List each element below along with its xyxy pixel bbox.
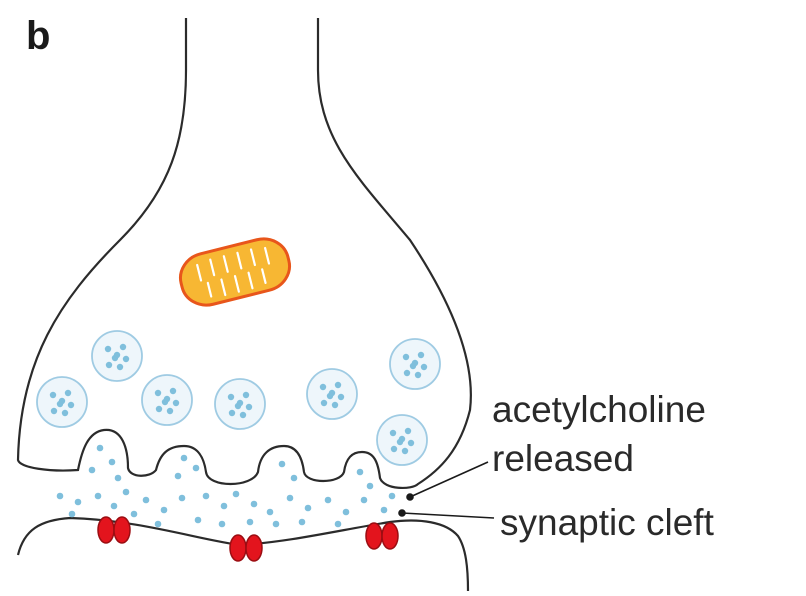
acetylcholine-molecules	[57, 445, 396, 528]
acetylcholine-molecule	[95, 493, 102, 500]
acetylcholine-leader-dot	[407, 494, 413, 500]
acetylcholine-molecule	[131, 511, 138, 518]
acetylcholine-molecule	[233, 491, 240, 498]
synaptic-vesicle	[37, 377, 87, 427]
acetylcholine-molecule	[115, 475, 122, 482]
acetylcholine-molecule	[89, 467, 96, 474]
synaptic-vesicle	[390, 339, 440, 389]
acetylcholine-molecule	[69, 511, 76, 518]
acetylcholine-molecule	[123, 489, 130, 496]
acetylcholine-label-line1: acetylcholine	[492, 391, 706, 428]
acetylcholine-molecule	[155, 521, 162, 528]
synaptic-vesicle	[92, 331, 142, 381]
acetylcholine-molecule	[175, 473, 182, 480]
acetylcholine-receptor	[366, 523, 398, 549]
synaptic-vesicle	[307, 369, 357, 419]
synaptic-vesicle	[215, 379, 265, 429]
acetylcholine-molecule	[193, 465, 200, 472]
acetylcholine-receptor	[230, 535, 262, 561]
acetylcholine-molecule	[57, 493, 64, 500]
mitochondrion	[175, 233, 294, 310]
acetylcholine-molecule	[299, 519, 306, 526]
acetylcholine-molecule	[221, 503, 228, 510]
acetylcholine-molecule	[305, 505, 312, 512]
synaptic-cleft-leader-line	[402, 513, 494, 518]
acetylcholine-molecule	[195, 517, 202, 524]
acetylcholine-molecule	[343, 509, 350, 516]
acetylcholine-molecule	[335, 521, 342, 528]
acetylcholine-molecule	[219, 521, 226, 528]
acetylcholine-molecule	[161, 507, 168, 514]
acetylcholine-molecule	[75, 499, 82, 506]
acetylcholine-molecule	[247, 519, 254, 526]
acetylcholine-molecule	[181, 455, 188, 462]
synaptic-vesicles	[37, 331, 440, 465]
acetylcholine-leader-line	[410, 462, 488, 497]
acetylcholine-molecule	[97, 445, 104, 452]
acetylcholine-molecule	[143, 497, 150, 504]
acetylcholine-molecule	[203, 493, 210, 500]
acetylcholine-molecule	[367, 483, 374, 490]
synaptic-vesicle	[142, 375, 192, 425]
acetylcholine-molecule	[279, 461, 286, 468]
acetylcholine-molecule	[381, 507, 388, 514]
panel-label: b	[26, 16, 50, 56]
acetylcholine-molecule	[273, 521, 280, 528]
acetylcholine-molecule	[251, 501, 258, 508]
acetylcholine-molecule	[111, 503, 118, 510]
acetylcholine-molecule	[267, 509, 274, 516]
acetylcholine-molecule	[389, 493, 396, 500]
acetylcholine-molecule	[357, 469, 364, 476]
synaptic-cleft-leader-dot	[399, 510, 405, 516]
synaptic-cleft-label: synaptic cleft	[500, 504, 714, 541]
acetylcholine-label-line2: released	[492, 440, 634, 477]
synaptic-vesicle	[377, 415, 427, 465]
acetylcholine-molecule	[287, 495, 294, 502]
acetylcholine-molecule	[291, 475, 298, 482]
acetylcholine-molecule	[325, 497, 332, 504]
acetylcholine-molecule	[109, 459, 116, 466]
acetylcholine-molecule	[361, 497, 368, 504]
acetylcholine-molecule	[179, 495, 186, 502]
